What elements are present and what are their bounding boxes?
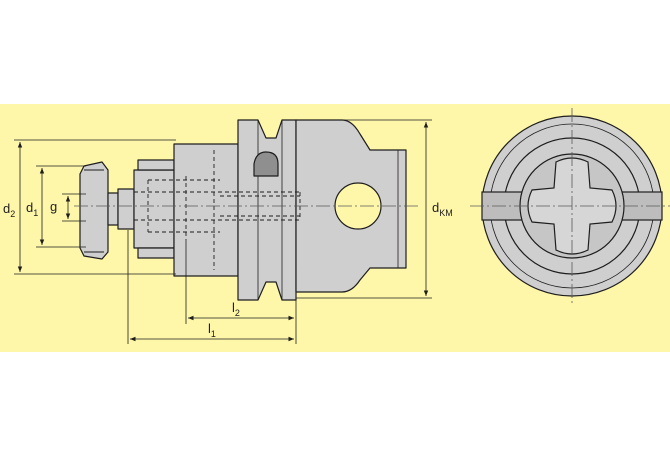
hidden-lines bbox=[134, 150, 301, 270]
dim-label-d2: d2 bbox=[3, 201, 15, 219]
screw-neck bbox=[107, 192, 119, 226]
dim-label-l1: l1 bbox=[208, 321, 216, 339]
body bbox=[173, 143, 239, 277]
dim-label-l2: l2 bbox=[232, 300, 240, 318]
dim-label-dkm: dKM bbox=[432, 200, 453, 218]
screw-head bbox=[79, 161, 109, 260]
dim-label-g: g bbox=[50, 199, 57, 214]
side-view bbox=[79, 119, 407, 301]
dim-label-d1: d1 bbox=[26, 200, 38, 218]
dimension-lines bbox=[14, 119, 432, 344]
drive-key bbox=[253, 151, 279, 177]
front-shank bbox=[133, 169, 175, 249]
end-view-centerlines bbox=[470, 108, 670, 304]
collar bbox=[237, 119, 297, 301]
